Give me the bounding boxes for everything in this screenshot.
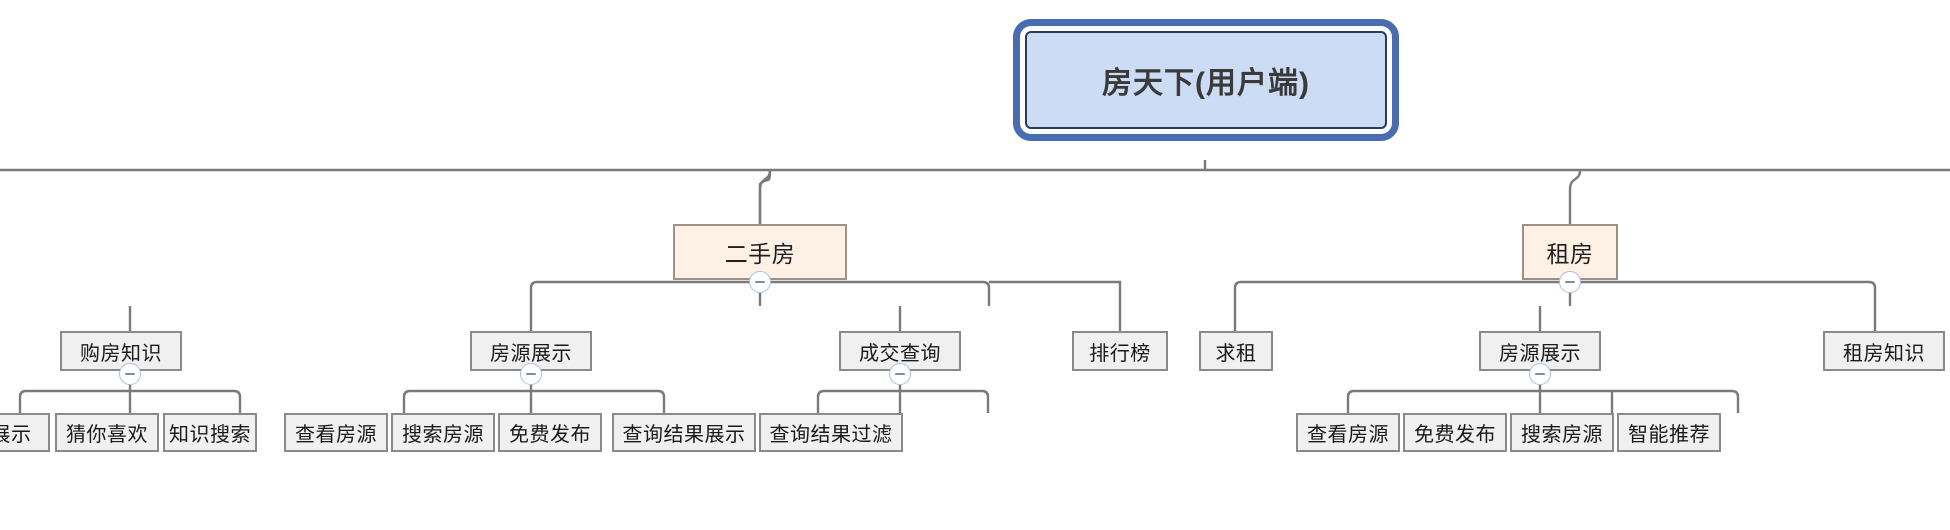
node-fangyuanzhanshi-ershoufang-label: 房源展示: [490, 342, 572, 365]
node-chengjiaochaxun[interactable]: 成交查询: [839, 331, 961, 371]
node-zufangzhishi-label: 租房知识: [1843, 342, 1925, 365]
node-ershoufang-label: 二手房: [724, 241, 796, 267]
node-paihangbang[interactable]: 排行榜: [1072, 331, 1168, 371]
wire-rail-to-zufang: [1568, 169, 1582, 224]
toggle-fangyuanzhanshi-ershoufang[interactable]: [520, 363, 542, 385]
minus-icon: [125, 373, 135, 375]
node-fangyuanzhanshi-zufang-label: 房源展示: [1499, 342, 1581, 365]
node-chakanfangyuan-zufang-label: 查看房源: [1307, 424, 1389, 446]
wire-zufang-rail: [1233, 280, 1877, 306]
node-zhishisousuo-label: 知识搜索: [169, 424, 251, 446]
node-goufangzhishi[interactable]: 购房知识: [60, 331, 182, 371]
node-zhishizhanshi-label: 展示: [0, 424, 32, 446]
node-qiuzu[interactable]: 求租: [1199, 331, 1273, 371]
node-chakanfangyuan-ershoufang-label: 查看房源: [295, 424, 377, 446]
node-zhishizhanshi[interactable]: 展示: [0, 413, 50, 452]
minus-icon: [755, 281, 765, 283]
toggle-zufang[interactable]: [1559, 271, 1581, 293]
minus-icon: [526, 373, 536, 375]
toggle-chengjiaochaxun[interactable]: [889, 363, 911, 385]
toggle-fangyuanzhanshi-zufang[interactable]: [1529, 363, 1551, 385]
node-sousuofangyuan-zufang-label: 搜索房源: [1521, 424, 1603, 446]
minus-icon: [1535, 373, 1545, 375]
node-mianfeifabu-zufang[interactable]: 免费发布: [1403, 413, 1507, 452]
node-zhishisousuo[interactable]: 知识搜索: [163, 413, 257, 452]
node-ershoufang[interactable]: 二手房: [673, 224, 847, 280]
node-chaxunjieguoguolv-label: 查询结果过滤: [769, 424, 893, 446]
wire-fyzs1-rail: [402, 389, 666, 413]
root-node-frame: [1013, 19, 1399, 141]
node-goufangzhishi-label: 购房知识: [80, 342, 162, 365]
node-zufang-label: 租房: [1546, 241, 1594, 267]
wire-chengjiaochaxun-rail: [816, 389, 990, 413]
minus-icon: [1565, 281, 1575, 283]
wire-fyzs2-rail: [1346, 389, 1740, 413]
node-chaxunjieguozhanshi-label: 查询结果展示: [622, 424, 746, 446]
wire-ershoufang-to-paihangbang: [989, 280, 1122, 306]
root-node[interactable]: 房天下(用户端): [1025, 31, 1387, 129]
node-mianfeifabu-zufang-label: 免费发布: [1414, 424, 1496, 446]
node-paihangbang-label: 排行榜: [1089, 342, 1151, 365]
node-chaxunjieguozhanshi[interactable]: 查询结果展示: [612, 413, 756, 452]
node-chakanfangyuan-zufang[interactable]: 查看房源: [1296, 413, 1400, 452]
node-sousuofangyuan-ershoufang-label: 搜索房源: [402, 424, 484, 446]
node-zhinengtuijian[interactable]: 智能推荐: [1617, 413, 1721, 452]
node-zufang[interactable]: 租房: [1522, 224, 1618, 280]
node-mianfeifabu-ershoufang-label: 免费发布: [509, 424, 591, 446]
node-zufangzhishi[interactable]: 租房知识: [1823, 331, 1945, 371]
minus-icon: [895, 373, 905, 375]
node-cainixihuan[interactable]: 猜你喜欢: [55, 413, 159, 452]
toggle-goufangzhishi[interactable]: [119, 363, 141, 385]
node-chaxunjieguoguolv[interactable]: 查询结果过滤: [759, 413, 903, 452]
node-zhinengtuijian-label: 智能推荐: [1628, 424, 1710, 446]
toggle-ershoufang[interactable]: [749, 271, 771, 293]
wire-rail-to-ershoufang-b: [758, 169, 772, 224]
node-sousuofangyuan-zufang[interactable]: 搜索房源: [1510, 413, 1614, 452]
node-chengjiaochaxun-label: 成交查询: [859, 342, 941, 365]
node-mianfeifabu-ershoufang[interactable]: 免费发布: [498, 413, 602, 452]
node-cainixihuan-label: 猜你喜欢: [66, 424, 148, 446]
node-sousuofangyuan-ershoufang[interactable]: 搜索房源: [391, 413, 495, 452]
node-chakanfangyuan-ershoufang[interactable]: 查看房源: [284, 413, 388, 452]
root-node-label: 房天下(用户端): [1102, 67, 1310, 100]
node-qiuzu-label: 求租: [1215, 342, 1257, 365]
